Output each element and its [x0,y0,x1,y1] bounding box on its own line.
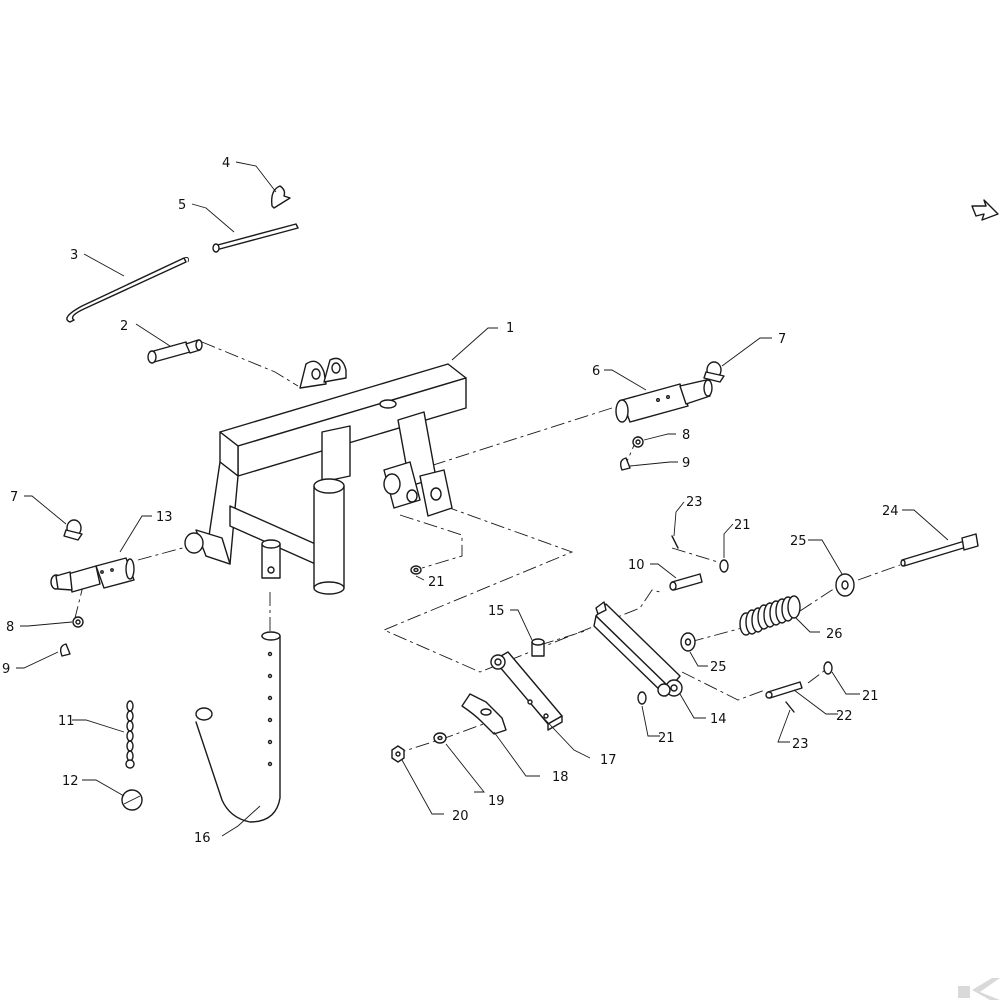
callout-11: 11 [58,714,75,729]
main-frame-part [184,357,467,595]
callout-17: 17 [600,753,617,768]
clip-part-4 [270,185,291,209]
rod-part-5 [212,223,299,253]
nut-part-20 [391,745,405,763]
washer-part-21-lower [637,691,647,705]
callout-23-upper: 23 [686,495,703,510]
spring-part-26 [739,595,801,636]
callout-25-lower: 25 [710,660,727,675]
callout-2: 2 [120,319,128,334]
callout-20: 20 [452,809,469,824]
washer-part-25-upper [835,573,855,597]
callout-21-right: 21 [862,689,879,704]
linch-pin-part-7-left [63,519,83,541]
leader-lines [16,161,949,837]
callout-labels: 1 2 3 4 5 6 7 7 8 8 9 9 10 11 12 13 14 1… [2,156,899,846]
direction-arrow-icon [971,199,999,221]
callout-25-upper: 25 [790,534,807,549]
callout-6: 6 [592,364,600,379]
callout-8-right: 8 [682,428,690,443]
callout-9-right: 9 [682,456,690,471]
callout-8-left: 8 [6,620,14,635]
nut-part-8-left [72,616,84,628]
callout-19: 19 [488,794,505,809]
callout-1: 1 [506,321,514,336]
bolt-part-24 [900,533,979,567]
callout-14: 14 [710,712,727,727]
pin-clip-part-9-left [59,643,71,657]
callout-21-frame: 21 [428,575,445,590]
pin-part-13 [50,557,135,593]
stand-leg-part-16 [195,631,281,823]
hook-rod-part-3 [66,257,189,323]
callout-16: 16 [194,831,211,846]
pin-part-2 [147,339,203,364]
callout-18: 18 [552,770,569,785]
callout-12: 12 [62,774,79,789]
pin-part-22 [765,681,803,699]
washer-part-21-frame [410,565,422,575]
washer-part-19 [433,732,447,744]
bushing-part-15 [531,638,545,657]
chain-part-11 [125,700,135,769]
callout-3: 3 [70,248,78,263]
callout-22: 22 [836,709,853,724]
callout-7-left: 7 [10,490,18,505]
callout-5: 5 [178,198,186,213]
callout-10: 10 [628,558,645,573]
callout-24: 24 [882,504,899,519]
spring-pin-part-23-lower [785,701,795,713]
callout-4: 4 [222,156,230,171]
pin-clip-part-9-right [619,457,631,471]
spring-pin-part-23-upper [671,535,679,549]
linch-pin-part-7-right [703,361,725,383]
callout-21-upper: 21 [734,518,751,533]
callout-13: 13 [156,510,173,525]
nut-part-8-right [632,436,644,448]
callout-15: 15 [488,604,505,619]
pin-part-6 [615,379,713,423]
callout-9-left: 9 [2,662,10,677]
pin-part-10 [669,573,703,591]
washer-part-21-upper [719,559,729,573]
callout-26: 26 [826,627,843,642]
callout-23-lower: 23 [792,737,809,752]
callout-21-lower: 21 [658,731,675,746]
washer-part-25-lower [680,632,696,652]
washer-part-21-right [823,661,833,675]
callout-7-right: 7 [778,332,786,347]
bracket-part-18 [461,693,507,735]
brand-logo-icon [958,978,1000,1000]
knob-part-12 [121,789,143,811]
channel-arm-part-14 [593,601,683,697]
